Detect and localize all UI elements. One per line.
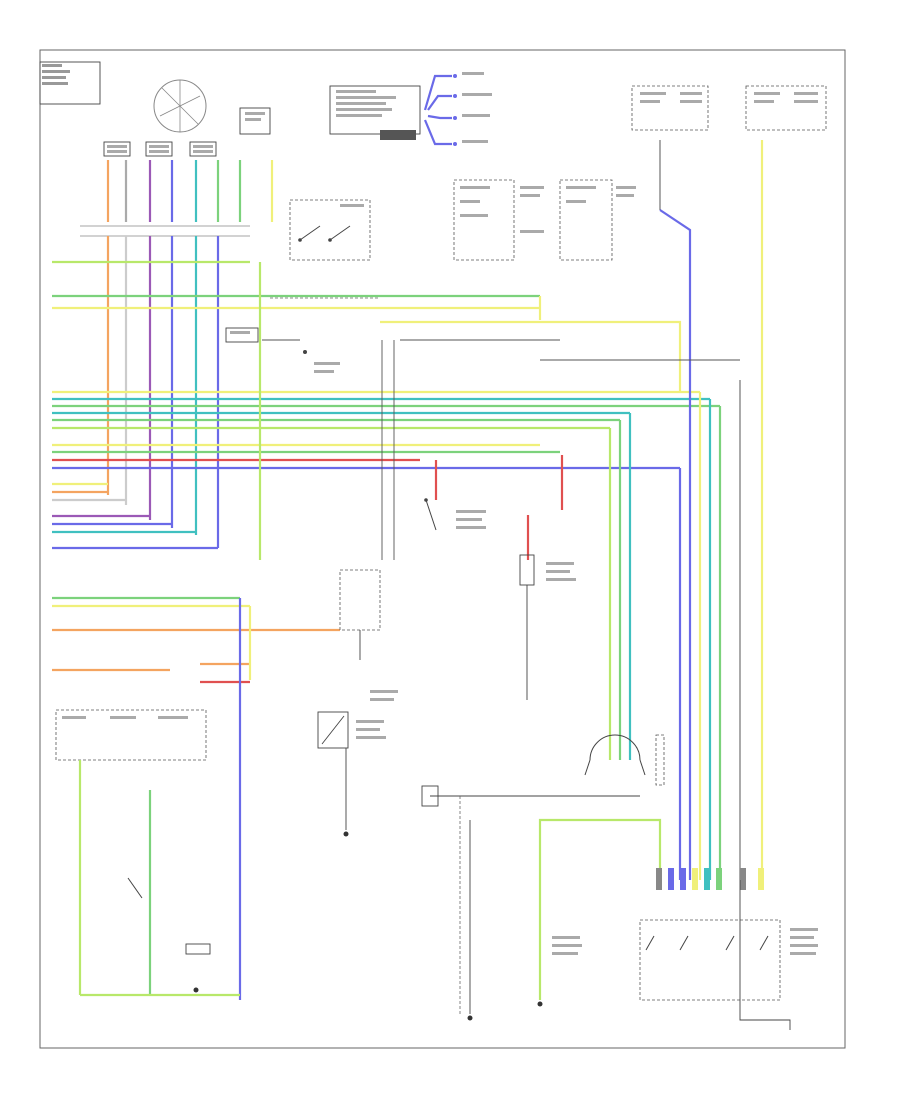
park-neutral-switch xyxy=(424,455,564,560)
brake-switch xyxy=(289,199,371,261)
meter-fuse xyxy=(631,85,709,131)
bottom-right-connectors xyxy=(656,868,764,890)
right-vertical-wires xyxy=(608,140,764,880)
range-contacts xyxy=(639,919,818,1001)
shift-solenoid-a xyxy=(339,569,398,701)
shift-lock-solenoid xyxy=(225,327,340,373)
transmission-range-switch xyxy=(584,734,665,786)
ground-return xyxy=(739,880,791,1030)
connector-c3 xyxy=(189,141,217,157)
ecm-blue-outputs xyxy=(423,72,492,146)
fuse-box-secondary xyxy=(559,179,636,261)
connector-c1 xyxy=(103,141,131,157)
rear-fuse-box xyxy=(745,85,827,131)
diagram-frame xyxy=(39,49,846,1049)
bottom-left-module xyxy=(55,709,240,997)
engine-control-module xyxy=(329,85,421,140)
steering-wheel-icon xyxy=(153,79,207,133)
top-bus xyxy=(80,225,250,237)
lockup-solenoid xyxy=(519,554,576,700)
shift-solenoid-b xyxy=(317,711,386,837)
connector-c2 xyxy=(145,141,173,157)
vertical-connector-wires xyxy=(106,160,274,222)
speed-sensor xyxy=(421,785,662,1021)
fuse-box-main xyxy=(453,179,544,261)
center-vertical-wires xyxy=(238,262,542,1000)
data-link-connector xyxy=(39,61,101,105)
yellow-feed-loop xyxy=(380,320,682,392)
ignition-switch xyxy=(239,107,271,135)
horizontal-harness xyxy=(52,260,720,684)
